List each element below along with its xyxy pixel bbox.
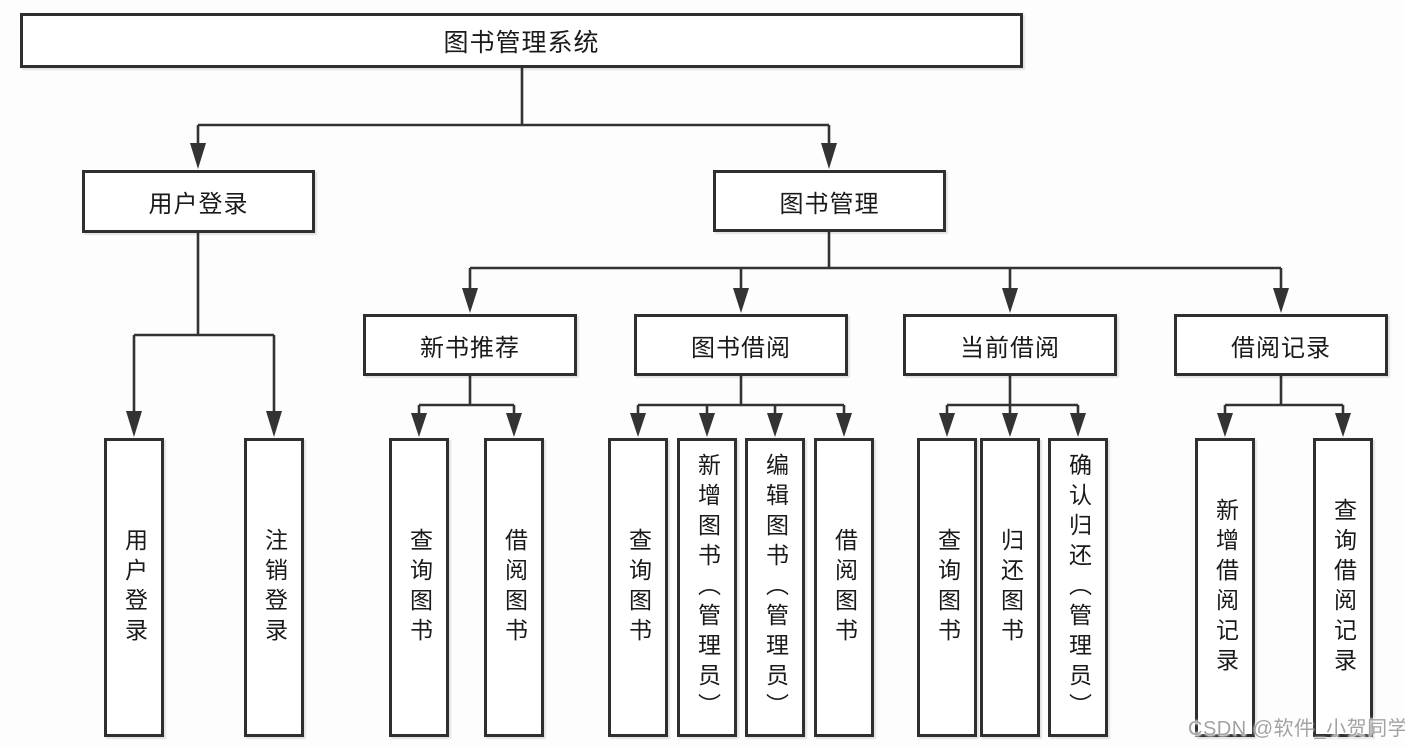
node-leaf-query-borrow-record-label: 查询借阅记录 [1330,497,1357,678]
node-current-borrow-label: 当前借阅 [960,334,1060,362]
node-leaf-logout: 注销登录 [244,438,304,737]
node-leaf-user-login-label: 用户登录 [121,527,148,648]
node-leaf-query-book-current: 查询图书 [917,438,977,737]
node-leaf-borrow-book-recommend: 借阅图书 [484,438,544,737]
node-borrow-record: 借阅记录 [1174,314,1388,376]
node-user-login-label: 用户登录 [148,191,249,218]
node-leaf-user-login: 用户登录 [104,438,164,737]
node-leaf-add-borrow-record-label: 新增借阅记录 [1212,497,1239,678]
node-leaf-add-book-admin: 新增图书（管理员） [677,438,737,737]
node-leaf-return-book-label: 归还图书 [997,527,1024,648]
node-leaf-query-book-recommend-label: 查询图书 [406,527,433,648]
node-leaf-query-book-current-label: 查询图书 [934,527,961,648]
arrowheads [126,143,1351,437]
node-leaf-query-book-recommend: 查询图书 [389,438,449,737]
node-leaf-logout-label: 注销登录 [261,527,288,648]
node-library-management-system: 图书管理系统 [20,13,1023,68]
node-book-management: 图书管理 [713,170,946,232]
node-leaf-borrow-book-recommend-label: 借阅图书 [501,527,528,648]
node-leaf-add-borrow-record: 新增借阅记录 [1195,438,1255,737]
node-leaf-return-book: 归还图书 [980,438,1040,737]
node-leaf-query-book-borrow: 查询图书 [608,438,668,737]
node-leaf-borrow-book-label: 借阅图书 [831,527,858,648]
node-leaf-confirm-return-admin-label: 确认归还（管理员） [1065,452,1092,723]
node-leaf-confirm-return-admin: 确认归还（管理员） [1048,438,1108,737]
node-leaf-edit-book-admin: 编辑图书（管理员） [745,438,805,737]
node-user-login: 用户登录 [82,170,315,233]
node-leaf-query-borrow-record: 查询借阅记录 [1313,438,1373,737]
node-library-management-system-label: 图书管理系统 [443,28,600,57]
node-leaf-add-book-admin-label: 新增图书（管理员） [694,452,721,723]
node-current-borrow: 当前借阅 [903,314,1117,376]
node-leaf-edit-book-admin-label: 编辑图书（管理员） [762,452,789,723]
node-leaf-query-book-borrow-label: 查询图书 [625,527,652,648]
node-book-borrow: 图书借阅 [634,314,848,376]
node-new-book-recommend: 新书推荐 [363,314,577,376]
node-leaf-borrow-book: 借阅图书 [814,438,874,737]
node-new-book-recommend-label: 新书推荐 [420,334,520,362]
node-borrow-record-label: 借阅记录 [1231,334,1331,362]
node-book-borrow-label: 图书借阅 [691,334,791,362]
watermark: CSDN @软件_小贺同学 [1188,718,1405,740]
node-book-management-label: 图书管理 [779,190,880,218]
